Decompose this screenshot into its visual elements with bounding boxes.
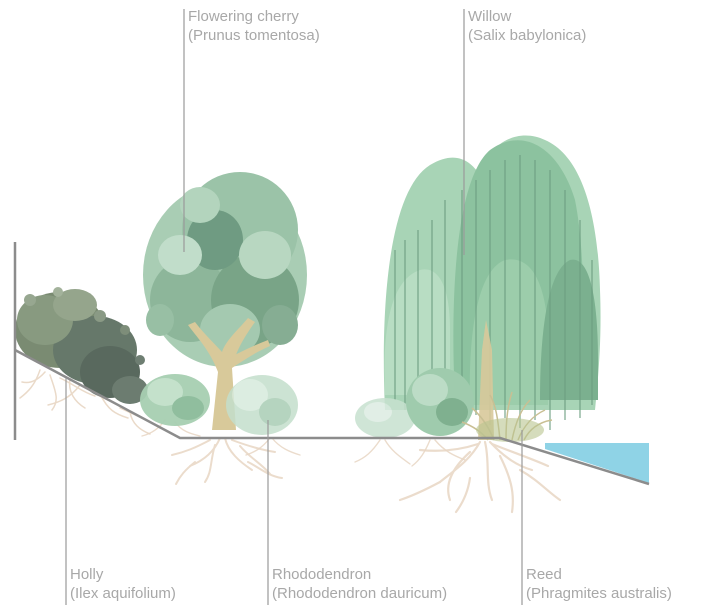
flowering-cherry-common-name: Flowering cherry bbox=[188, 7, 320, 26]
label-willow: Willow (Salix babylonica) bbox=[468, 7, 586, 45]
shrub-left bbox=[140, 374, 210, 426]
flowering-cherry-latin-name: (Prunus tomentosa) bbox=[188, 26, 320, 45]
rhododendron-latin-name: (Rhododendron dauricum) bbox=[272, 584, 447, 603]
label-rhododendron: Rhododendron (Rhododendron dauricum) bbox=[272, 565, 447, 603]
rhododendron-shrub bbox=[226, 375, 298, 435]
cherry-roots bbox=[172, 438, 282, 484]
reed-latin-name: (Phragmites australis) bbox=[526, 584, 672, 603]
shrub-roots bbox=[142, 420, 465, 466]
reed-common-name: Reed bbox=[526, 565, 672, 584]
rhododendron-common-name: Rhododendron bbox=[272, 565, 447, 584]
label-holly: Holly (Ilex aquifolium) bbox=[70, 565, 176, 603]
holly-latin-name: (Ilex aquifolium) bbox=[70, 584, 176, 603]
willow-common-name: Willow bbox=[468, 7, 586, 26]
label-flowering-cherry: Flowering cherry (Prunus tomentosa) bbox=[188, 7, 320, 45]
shrub-right bbox=[406, 368, 474, 436]
shrub-mid bbox=[355, 398, 415, 438]
water-body bbox=[545, 443, 649, 483]
label-reed: Reed (Phragmites australis) bbox=[526, 565, 672, 603]
holly-common-name: Holly bbox=[70, 565, 176, 584]
willow-latin-name: (Salix babylonica) bbox=[468, 26, 586, 45]
